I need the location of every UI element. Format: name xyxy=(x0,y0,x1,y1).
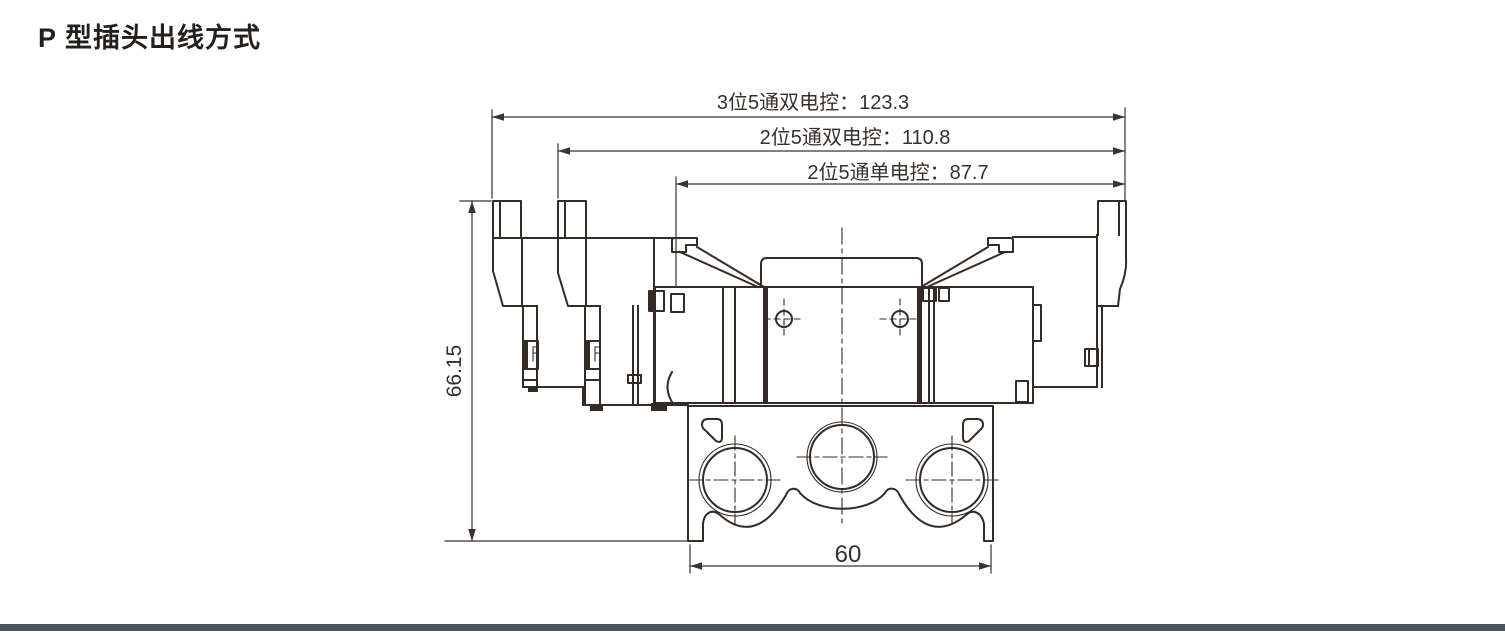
right-funnel-lines xyxy=(919,245,1007,289)
dim-label-2pos-double: 2位5通双电控：110.8 xyxy=(760,126,951,149)
left-funnel-lines xyxy=(678,245,766,289)
divider-thick-left xyxy=(763,287,768,403)
manifold-base xyxy=(687,405,1000,542)
base-corner-cutout-left xyxy=(701,418,723,443)
left-clip xyxy=(671,237,698,253)
housing-foot-3 xyxy=(651,403,667,411)
body-outline xyxy=(654,286,1034,404)
right-clip-box xyxy=(1084,348,1099,367)
plug-pin-glyphs xyxy=(532,346,601,362)
dim-label-3pos-double: 3位5通双电控：123.3 xyxy=(717,91,909,114)
dimension-labels: 3位5通双电控：123.3 2位5通双电控：110.8 2位5通单电控：87.7… xyxy=(443,91,989,568)
dim-label-2pos-single: 2位5通单电控：87.7 xyxy=(807,161,988,184)
right-solenoid-plug xyxy=(1012,200,1128,388)
housing-foot-2 xyxy=(590,405,603,411)
divider-thick-right xyxy=(917,287,922,403)
plug-pin-bar-1 xyxy=(524,341,528,369)
housing-foot-1 xyxy=(528,387,538,392)
base-outline xyxy=(687,405,994,542)
port-centerlines xyxy=(687,435,1000,525)
right-plug-outline xyxy=(1012,200,1128,388)
plug-pin-bar-2 xyxy=(586,341,590,369)
right-clip xyxy=(987,237,1014,253)
page-title: P 型插头出线方式 xyxy=(38,23,262,53)
dimension-lines xyxy=(471,116,1126,567)
base-corner-cutout-right xyxy=(962,418,984,443)
dim-label-base-width: 60 xyxy=(835,541,862,568)
extension-lines xyxy=(444,107,1126,574)
left-block-bar xyxy=(649,291,653,311)
body-dividers xyxy=(722,286,935,404)
body-small-blocks xyxy=(648,287,1042,403)
arrowheads xyxy=(468,113,1125,570)
main-valve-body xyxy=(648,227,1042,525)
plug-2-outline xyxy=(557,200,601,406)
bottom-bar xyxy=(0,624,1505,631)
dimension-extension-lines xyxy=(444,107,1126,574)
dimension-arrows xyxy=(468,113,1125,570)
left-variant-plugs xyxy=(492,200,689,411)
plug-1-outline xyxy=(492,200,538,388)
dim-label-height: 66.15 xyxy=(443,345,466,398)
screw-hole-crosshairs xyxy=(763,298,921,340)
